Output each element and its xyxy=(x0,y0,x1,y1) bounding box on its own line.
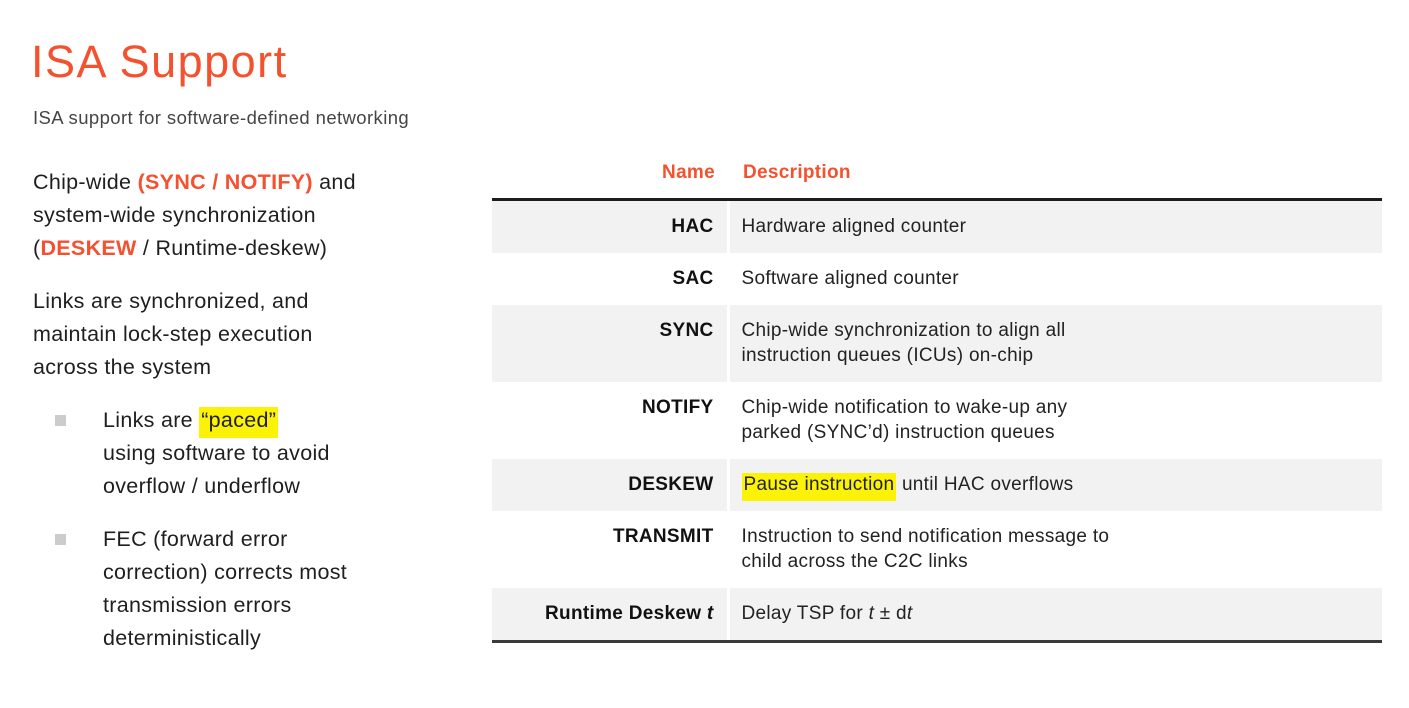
description-cell: Chip-wide synchronization to align all in… xyxy=(726,305,1382,382)
bullet-text: Links are “paced” using software to avoid… xyxy=(103,404,330,503)
slide-subtitle: ISA support for software-defined network… xyxy=(33,107,410,128)
text-segment: deterministically xyxy=(103,626,262,650)
column-header-name: Name xyxy=(492,160,728,201)
name-cell: DESKEW xyxy=(492,459,728,511)
text-segment: Hardware aligned counter xyxy=(741,216,967,237)
text-segment: Links are synchronized, and xyxy=(33,289,309,313)
description-cell: Hardware aligned counter xyxy=(726,199,1382,253)
text-segment-highlight: Pause instruction xyxy=(741,473,897,498)
column-header-description: Description xyxy=(728,160,1382,201)
text-segment: ( xyxy=(33,236,41,260)
text-segment: ± d xyxy=(874,603,907,624)
bullet-text: FEC (forward error correction) corrects m… xyxy=(103,523,347,655)
text-segment-accent-bold: DESKEW xyxy=(40,236,137,260)
text-segment: Delay TSP for xyxy=(741,603,869,624)
text-segment: across the system xyxy=(33,355,212,379)
table-row: SYNC Chip-wide synchronization to align a… xyxy=(492,305,1382,382)
text-segment: TRANSMIT xyxy=(612,526,714,547)
description-cell: Delay TSP for t ± dt xyxy=(726,588,1382,643)
table-row: SAC Software aligned counter xyxy=(492,253,1382,305)
text-segment: Instruction to send notification message… xyxy=(741,526,1110,547)
text-segment-highlight: “paced” xyxy=(199,407,279,435)
text-segment: Links are xyxy=(103,408,200,432)
intro-paragraph-sync: Chip-wide (SYNC / NOTIFY) and system-wide… xyxy=(33,166,478,265)
text-segment: maintain lock-step execution xyxy=(33,322,313,346)
text-segment: parked (SYNC’d) instruction queues xyxy=(741,422,1055,443)
text-segment: HAC xyxy=(671,216,714,237)
name-cell: SAC xyxy=(492,253,728,305)
isa-instruction-table: Name Description HAC Hardware aligned cou… xyxy=(492,160,1382,643)
text-segment: correction) corrects most xyxy=(103,560,348,584)
text-segment: and xyxy=(312,170,356,194)
text-segment: / Runtime-deskew) xyxy=(136,236,328,260)
text-segment: NOTIFY xyxy=(642,397,714,418)
description-cell: Pause instruction until HAC overflows xyxy=(726,459,1382,511)
text-segment: system-wide synchronization xyxy=(33,203,316,227)
text-segment: until HAC overflows xyxy=(896,474,1074,495)
table-row: DESKEW Pause instruction until HAC overfl… xyxy=(492,459,1382,511)
bullet-item-fec: FEC (forward error correction) corrects m… xyxy=(33,523,478,655)
text-segment: SYNC xyxy=(659,320,714,341)
text-segment-italic: t xyxy=(906,603,913,624)
text-segment: Runtime Deskew xyxy=(545,603,707,624)
text-segment: transmission errors xyxy=(103,593,292,617)
text-segment: SAC xyxy=(672,268,714,289)
slide-title: ISA Support xyxy=(31,36,288,87)
text-segment: using software to avoid xyxy=(103,441,330,465)
name-cell: SYNC xyxy=(492,305,728,382)
description-cell: Software aligned counter xyxy=(726,253,1382,305)
text-segment-italic: t xyxy=(868,603,875,624)
text-segment: child across the C2C links xyxy=(741,551,968,572)
table-header-row: Name Description xyxy=(492,160,1382,201)
name-cell: Runtime Deskew t xyxy=(492,588,728,643)
description-cell: Chip-wide notification to wake-up any par… xyxy=(726,382,1382,459)
text-segment-accent-bold: (SYNC / NOTIFY) xyxy=(137,170,313,194)
left-text-panel: Chip-wide (SYNC / NOTIFY) and system-wide… xyxy=(33,166,478,675)
text-segment: Software aligned counter xyxy=(741,268,959,289)
bullet-item-paced: Links are “paced” using software to avoid… xyxy=(33,404,478,503)
name-cell: NOTIFY xyxy=(492,382,728,459)
text-segment: instruction queues (ICUs) on-chip xyxy=(741,345,1034,366)
text-segment: FEC (forward error xyxy=(103,527,288,551)
name-cell: TRANSMIT xyxy=(492,511,728,588)
bullet-square-icon xyxy=(55,534,66,545)
description-cell: Instruction to send notification message… xyxy=(726,511,1382,588)
bullet-square-icon xyxy=(55,415,66,426)
text-segment: Chip-wide notification to wake-up any xyxy=(741,397,1068,418)
name-cell: HAC xyxy=(492,199,728,253)
bullet-list: Links are “paced” using software to avoid… xyxy=(33,404,478,655)
table-row: TRANSMIT Instruction to send notification… xyxy=(492,511,1382,588)
intro-paragraph-links: Links are synchronized, and maintain lock… xyxy=(33,285,478,384)
text-segment: overflow / underflow xyxy=(103,474,301,498)
table-row: HAC Hardware aligned counter xyxy=(492,199,1382,253)
text-segment: Chip-wide xyxy=(33,170,138,194)
text-segment-italic: t xyxy=(706,603,714,624)
text-segment: Chip-wide synchronization to align all xyxy=(741,320,1066,341)
text-segment: DESKEW xyxy=(628,474,714,495)
table-row: NOTIFY Chip-wide notification to wake-up … xyxy=(492,382,1382,459)
